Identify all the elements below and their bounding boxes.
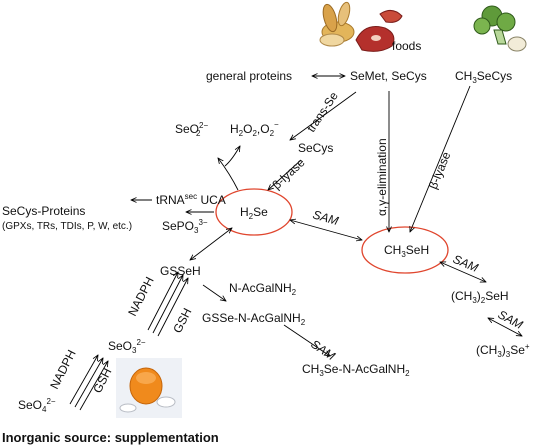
general-proteins-label: general proteins	[206, 69, 292, 83]
sam-label-gsse-ch3se: SAM	[308, 337, 337, 363]
arrow-seo3-gsseh-c	[157, 278, 188, 337]
ch3seh-highlight-ellipse	[361, 226, 449, 274]
foods-label: foods	[392, 39, 421, 53]
arrow-h2se-h2o2	[224, 146, 240, 167]
trna-sec-uca-label: tRNAsec UCA	[156, 192, 226, 207]
h2se-label: H2Se	[240, 205, 268, 221]
seo2-label: SeO2−	[175, 121, 208, 136]
gsse-n-acgalnh2-label: GSSe-N-AcGalNH2	[202, 311, 306, 327]
ch3-2seh-label: (CH3)2SeH	[451, 289, 509, 305]
arrow-h2se-ch3seh	[290, 220, 362, 240]
alpha-gamma-elimination-label: α,γ-elimination	[375, 138, 389, 216]
arrow-h2se-seo2	[218, 158, 239, 191]
ch3-3se-label: (CH3)3Se+	[476, 342, 530, 359]
arrow-ch3-2seh-ch3-3se	[488, 318, 522, 336]
trans-se-label: trans-Se	[304, 89, 341, 135]
sam-label-ch3-2seh-ch3-3se: SAM	[496, 307, 526, 332]
arrow-secys-beta-lyase	[268, 159, 302, 190]
nadph-label-lower: NADPH	[47, 348, 79, 392]
arrow-trans-se	[290, 91, 357, 140]
nadph-label-upper: NADPH	[125, 275, 157, 319]
arrows	[69, 76, 522, 411]
n-acgalnh2-label: N-AcGalNH2	[229, 281, 297, 297]
secys-proteins-label: SeCys-Proteins	[2, 204, 85, 218]
arrow-gsseh-gsse-n-acgalnh2	[202, 284, 226, 301]
ch3se-n-acgalnh2-label: CH3Se-N-AcGalNH2	[302, 362, 410, 378]
bread-icon	[319, 1, 355, 47]
arrow-seo3-gsseh-a	[147, 272, 178, 331]
gsseh-label: GSSeH	[160, 264, 201, 278]
broccoli-icon	[473, 5, 527, 52]
h2o2-o2-label: H2O2,O2−	[230, 120, 279, 138]
arrow-seo3-gsseh-b	[152, 275, 183, 334]
seo4-label: SeO42−	[18, 397, 56, 414]
secys-label: SeCys	[298, 141, 333, 155]
arrow-seo4-seo3-c	[79, 361, 108, 411]
sam-label-ch3seh-ch3-2seh: SAM	[451, 252, 480, 275]
ch3seh-label: CH3SeH	[384, 243, 429, 259]
arrow-gsse-ch3se-n-acgalnh2	[283, 324, 330, 356]
arrow-h2se-gsseh	[190, 228, 232, 260]
beta-lyase-right-label: β-lyase	[426, 149, 454, 191]
footer-caption: Inorganic source: supplementation	[2, 430, 219, 445]
gsh-label-upper: GSH	[170, 306, 194, 336]
semet-secys-label: SeMet, SeCys	[350, 69, 427, 83]
ch3secys-label: CH3SeCys	[455, 69, 512, 85]
sam-label-h2se-ch3seh: SAM	[311, 207, 340, 228]
beta-lyase-left-label: β-lyase	[269, 155, 307, 192]
seo2-subscript: 2	[196, 129, 201, 138]
supplement-pills-icon	[116, 358, 182, 418]
gsh-label-lower: GSH	[90, 366, 114, 396]
arrow-seo4-seo3-b	[74, 358, 103, 408]
meat-icon	[355, 10, 403, 52]
arrow-ch3secys-beta-lyase	[410, 85, 471, 232]
sepo3-label: SePO33−	[162, 218, 208, 235]
arrow-ch3seh-ch3-2seh	[440, 262, 486, 282]
seo3-label: SeO32−	[108, 338, 146, 355]
h2se-highlight-ellipse	[215, 188, 293, 236]
secys-proteins-detail: (GPXs, TRs, TDIs, P, W, etc.)	[2, 221, 132, 232]
arrow-seo4-seo3-a	[69, 355, 98, 405]
